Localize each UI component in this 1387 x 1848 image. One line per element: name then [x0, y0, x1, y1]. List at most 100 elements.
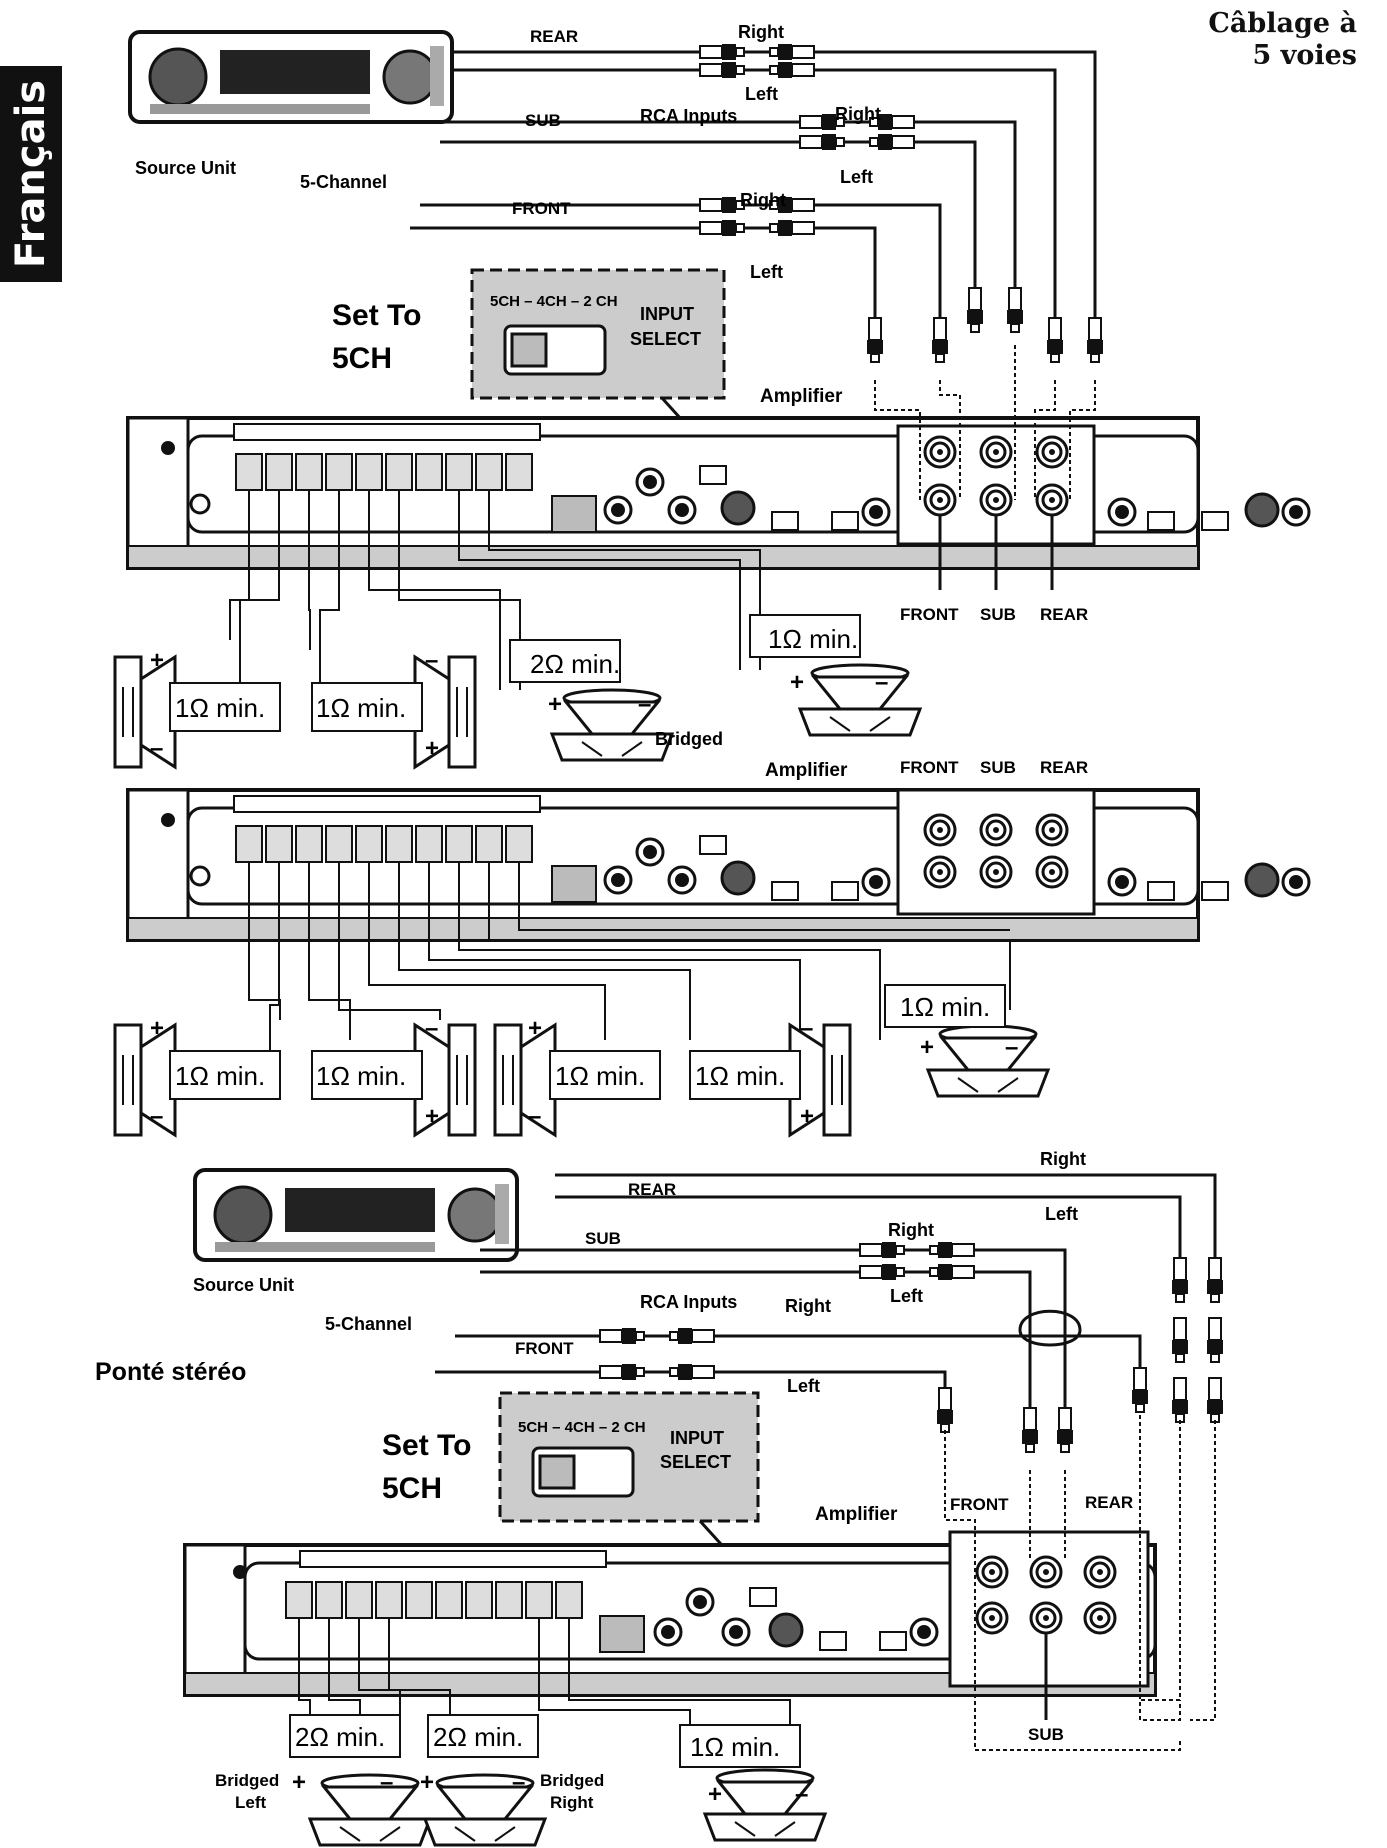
speaker-minus-2-1: – — [150, 1103, 163, 1130]
bridged-right-label-1: Bridged — [540, 1771, 604, 1790]
front-right-label-3: Right — [785, 1296, 831, 1316]
speaker-rating-3-3: 1Ω min. — [690, 1732, 780, 1762]
amp-sub-label-1: SUB — [980, 605, 1016, 624]
front-label-1: FRONT — [512, 199, 571, 218]
rca-inputs-label-3: RCA Inputs — [640, 1292, 737, 1312]
rear-label-1: REAR — [530, 27, 578, 46]
speaker-rating-1-3: 2Ω min. — [530, 649, 620, 679]
speaker-plus-1-1: + — [150, 647, 164, 674]
amplifier-label-1: Amplifier — [760, 386, 843, 407]
amplifier-2 — [126, 788, 1311, 942]
amp-rear-label-2: REAR — [1040, 758, 1088, 777]
language-tab: Français — [0, 66, 62, 282]
speaker-rating-2-5: 1Ω min. — [900, 992, 990, 1022]
rear-left-label-3: Left — [1045, 1204, 1078, 1224]
speaker-wires-3 — [298, 1618, 791, 1725]
speaker-minus-2-3: – — [528, 1103, 541, 1130]
rear-label-3: REAR — [628, 1180, 676, 1199]
select-label-3: SELECT — [660, 1452, 731, 1472]
input-label-3: INPUT — [670, 1428, 724, 1448]
switch-modes-1: 5CH – 4CH – 2 CH — [490, 293, 618, 310]
speaker-rating-1-4: 1Ω min. — [768, 624, 858, 654]
input-label-1: INPUT — [640, 304, 694, 324]
speaker-minus-2-2: – — [425, 1015, 438, 1042]
amp-front-label-2: FRONT — [900, 758, 959, 777]
speaker-minus-2-4: – — [800, 1015, 813, 1042]
speaker-rating-3-2: 2Ω min. — [433, 1722, 523, 1752]
speaker-minus-3-3: – — [795, 1781, 808, 1808]
channel-label-3: 5-Channel — [325, 1314, 412, 1334]
speakers-3 — [289, 1714, 827, 1847]
source-unit-2 — [193, 1168, 519, 1262]
speaker-plus-3-3: + — [708, 1781, 722, 1808]
rear-right-label-1: Right — [738, 22, 784, 42]
channel-label-1: 5-Channel — [300, 172, 387, 192]
sub-left-label-1: Left — [840, 167, 873, 187]
select-label-1: SELECT — [630, 329, 701, 349]
dashed-links-3 — [944, 1415, 1216, 1751]
rca-outputs-1 — [938, 515, 1054, 590]
amplifier-3 — [183, 1530, 1157, 1697]
speaker-minus-1-1: – — [150, 735, 163, 762]
page-title: Câblage à 5 voies — [1208, 8, 1357, 72]
bridged-right-label-2: Right — [550, 1793, 594, 1812]
set-to-value-3: 5CH — [382, 1472, 442, 1505]
source-unit-label-3: Source Unit — [193, 1275, 294, 1295]
speaker-plus-2-5: + — [920, 1034, 934, 1061]
input-select-box-1 — [470, 268, 726, 442]
set-to-value-1: 5CH — [332, 342, 392, 375]
speaker-rating-2-1: 1Ω min. — [175, 1061, 265, 1091]
amp-rear-label-1: REAR — [1040, 605, 1088, 624]
cables-1 — [410, 50, 1097, 330]
speaker-minus-3-2: – — [512, 1769, 525, 1796]
dashed-links-1 — [874, 345, 1096, 500]
sub-right-label-1: Right — [835, 104, 881, 124]
speaker-minus-1-3: – — [638, 691, 651, 718]
switch-modes-3: 5CH – 4CH – 2 CH — [518, 1419, 646, 1436]
speaker-minus-3-1: – — [380, 1769, 393, 1796]
front-right-label-1: Right — [740, 190, 786, 210]
speaker-plus-1-4: + — [790, 669, 804, 696]
amplifier-label-3: Amplifier — [815, 1504, 898, 1525]
amp-rear-label-3: REAR — [1085, 1493, 1133, 1512]
bridged-left-label-1: Bridged — [215, 1771, 279, 1790]
sub-label-1: SUB — [525, 111, 561, 130]
speakers-2 — [113, 984, 1050, 1137]
speaker-rating-1-2: 1Ω min. — [316, 693, 406, 723]
speakers-1 — [113, 614, 922, 769]
amp-sub-label-3: SUB — [1028, 1725, 1064, 1744]
input-select-box-3 — [498, 1391, 760, 1567]
cable-crossover-loop — [1018, 1309, 1082, 1347]
sub-right-label-3: Right — [888, 1220, 934, 1240]
rca-inputs-label-1: RCA Inputs — [640, 106, 737, 126]
speaker-plus-2-2: + — [425, 1103, 439, 1130]
source-unit-1 — [128, 30, 454, 124]
speaker-rating-2-3: 1Ω min. — [555, 1061, 645, 1091]
speaker-minus-1-2: – — [425, 647, 438, 674]
speaker-plus-1-3: + — [548, 691, 562, 718]
amp-sub-label-2: SUB — [980, 758, 1016, 777]
bridged-stereo-heading: Ponté stéréo — [95, 1358, 246, 1386]
speaker-wires-2 — [248, 862, 1011, 1090]
amp-front-label-3: FRONT — [950, 1495, 1009, 1514]
front-left-label-1: Left — [750, 262, 783, 282]
rear-right-label-3: Right — [1040, 1149, 1086, 1169]
bridged-label-1: Bridged — [655, 729, 723, 749]
amp-front-label-1: FRONT — [900, 605, 959, 624]
speaker-plus-3-1: + — [292, 1769, 306, 1796]
speaker-plus-3-2: + — [420, 1769, 434, 1796]
bridged-left-label-2: Left — [235, 1793, 267, 1812]
speaker-rating-3-1: 2Ω min. — [295, 1722, 385, 1752]
speaker-rating-2-2: 1Ω min. — [316, 1061, 406, 1091]
speaker-plus-2-4: + — [800, 1103, 814, 1130]
speaker-minus-1-4: – — [875, 669, 888, 696]
speaker-plus-1-2: + — [425, 735, 439, 762]
speaker-minus-2-5: – — [1005, 1034, 1018, 1061]
amplifier-label-2: Amplifier — [765, 760, 848, 781]
speaker-plus-2-1: + — [150, 1015, 164, 1042]
set-to-label-1: Set To — [332, 299, 421, 332]
front-label-3: FRONT — [515, 1339, 574, 1358]
speaker-rating-1-1: 1Ω min. — [175, 693, 265, 723]
page-title-line-2: 5 voies — [1252, 40, 1357, 71]
